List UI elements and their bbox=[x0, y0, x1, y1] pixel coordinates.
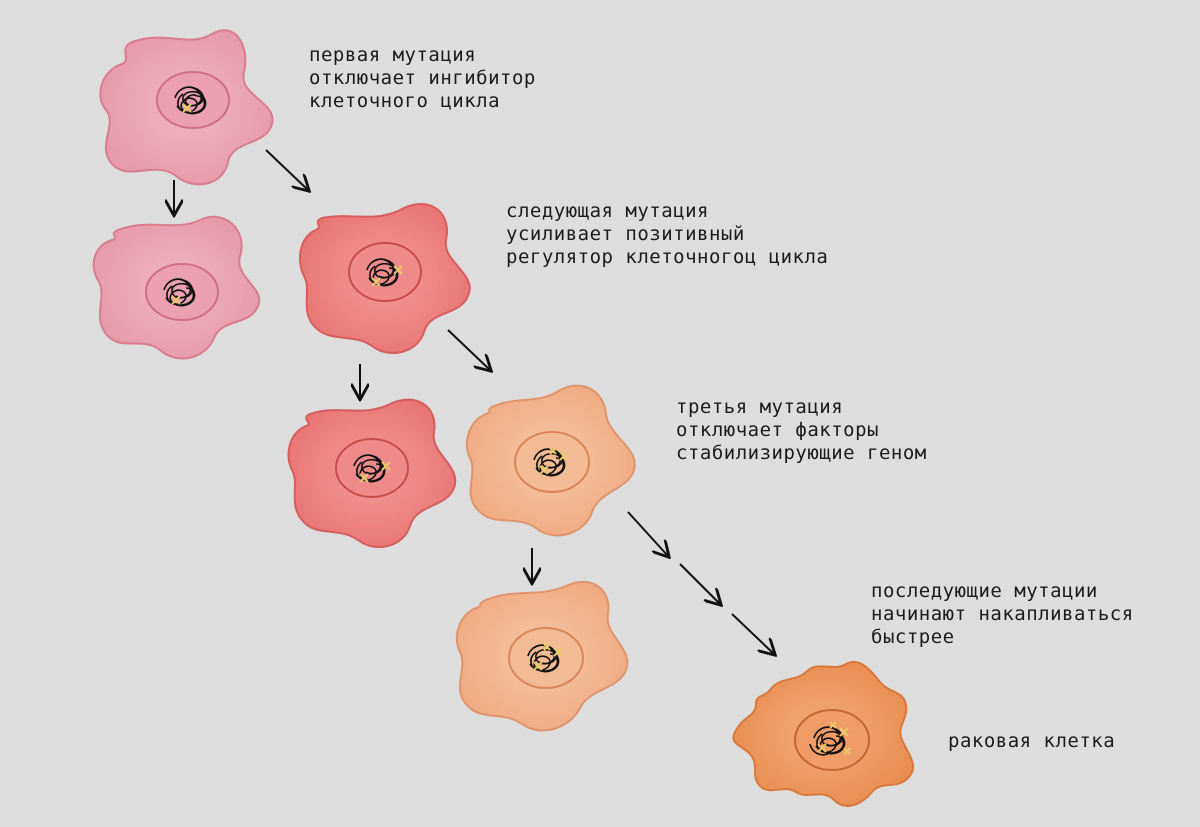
arrow-diagonal-3b bbox=[679, 563, 720, 604]
caption-line: отключает факторы bbox=[676, 419, 879, 441]
chromatin-icon bbox=[163, 278, 196, 307]
nucleus bbox=[335, 438, 409, 498]
caption-line: клеточного цикла bbox=[309, 90, 501, 112]
mutation-mark-icon bbox=[539, 447, 569, 475]
cell-stage3 bbox=[465, 384, 636, 537]
caption-third-mutation: третья мутация отключает факторы стабили… bbox=[676, 396, 927, 465]
caption-second-mutation: следующая мутация усиливает позитивный р… bbox=[506, 200, 828, 269]
arrow-diagonal-2 bbox=[447, 329, 490, 370]
cell-stage2 bbox=[299, 203, 471, 355]
caption-first-mutation: первая мутация отключает ингибитор клето… bbox=[309, 44, 536, 113]
caption-subsequent-mutations: последующие мутации начинают накапливать… bbox=[871, 580, 1134, 649]
mutation-mark-icon bbox=[817, 721, 851, 755]
caption-line: усиливает позитивный bbox=[506, 223, 745, 245]
caption-line: следующая мутация bbox=[506, 200, 709, 222]
nucleus bbox=[514, 431, 590, 493]
mutation-mark-icon bbox=[533, 643, 563, 671]
cell-stage2-daughter bbox=[287, 398, 457, 549]
chromatin-icon bbox=[809, 726, 846, 756]
nucleus bbox=[348, 242, 422, 302]
cell-stage1-daughter bbox=[92, 215, 261, 360]
caption-line: раковая клетка bbox=[948, 730, 1116, 752]
caption-line: третья мутация bbox=[676, 396, 844, 418]
cell-stage3-daughter bbox=[455, 580, 629, 732]
caption-line: последующие мутации bbox=[871, 580, 1098, 602]
arrow-diagonal-1 bbox=[265, 149, 308, 190]
caption-line: регулятор клеточногоц цикла bbox=[506, 246, 829, 268]
nucleus bbox=[794, 709, 870, 771]
arrow-diagonal-3c bbox=[731, 613, 774, 654]
arrows bbox=[174, 149, 774, 654]
cancer-cell bbox=[732, 661, 914, 807]
chromatin-icon bbox=[174, 86, 207, 115]
mutation-mark-icon bbox=[371, 265, 403, 287]
nucleus bbox=[156, 71, 230, 129]
caption-line: отключает ингибитор bbox=[309, 67, 536, 89]
caption-line: быстрее bbox=[871, 626, 955, 648]
caption-line: начинают накапливаться bbox=[871, 603, 1134, 625]
mutation-mark-icon bbox=[171, 295, 181, 305]
nucleus bbox=[508, 627, 584, 689]
arrow-diagonal-3a bbox=[627, 511, 668, 556]
mutation-mark-icon bbox=[182, 103, 192, 113]
cell-stage1 bbox=[99, 29, 274, 186]
caption-cancer-cell: раковая клетка bbox=[948, 730, 1115, 753]
mutation-mark-icon bbox=[359, 461, 391, 483]
caption-line: первая мутация bbox=[309, 44, 477, 66]
caption-line: стабилизирующие геном bbox=[676, 442, 927, 464]
nucleus bbox=[145, 263, 219, 321]
